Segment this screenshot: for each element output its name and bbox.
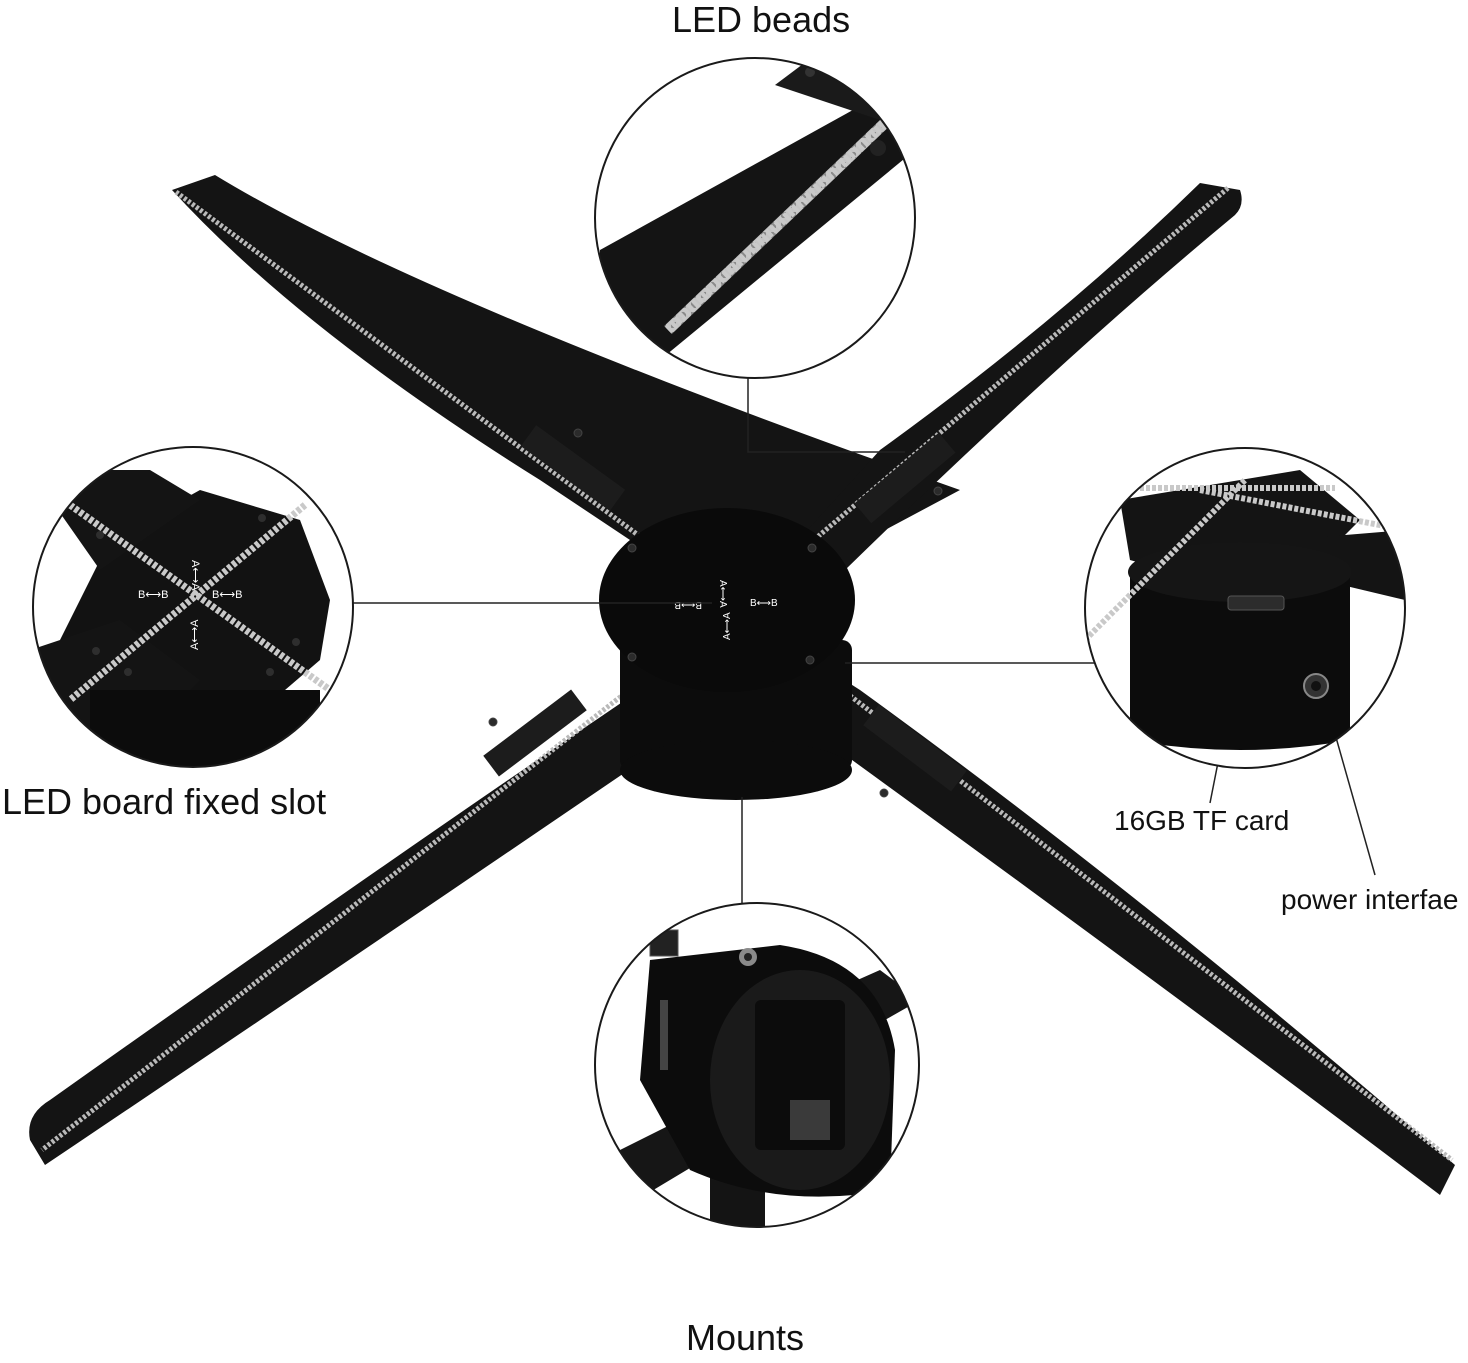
callout-led-beads [594,57,916,379]
callout-led-board-slot: B⟷B B⟷B A⟷A A⟷A [32,446,354,768]
arrow-marking-icon: A⟷A [717,580,728,608]
led-strip-bottom-left [40,605,737,1152]
label-led-board-fixed-slot: LED board fixed slot [2,781,327,822]
svg-text:B⟷B: B⟷B [750,598,778,609]
tf-card-slot [1227,595,1285,611]
blade-bottom-right [700,610,1455,1195]
label-power-interface: power interfae [1281,884,1459,915]
led-strip-top-right [733,186,1230,609]
callout-tf-card-power [1084,447,1406,769]
svg-text:B⟷B: B⟷B [212,589,242,601]
screw-icon [488,428,943,798]
label-tf-card: 16GB TF card [1114,805,1290,836]
label-led-beads: LED beads [672,0,851,40]
svg-text:B⟷B: B⟷B [674,599,702,610]
svg-text:A⟷A: A⟷A [722,612,733,640]
fan-blades [29,175,1455,1195]
blade-bottom-left [29,610,790,1165]
led-strip-bottom-right [733,605,1454,1162]
motor-hub: A⟷A B⟷B B⟷B A⟷A [488,428,943,800]
svg-text:A⟷A: A⟷A [189,619,201,650]
svg-text:B⟷B: B⟷B [138,589,168,601]
callout-mounts [594,902,920,1228]
svg-text:A⟷A: A⟷A [189,560,201,591]
label-mounts: Mounts [686,1317,805,1358]
blade-top-left [172,175,960,610]
